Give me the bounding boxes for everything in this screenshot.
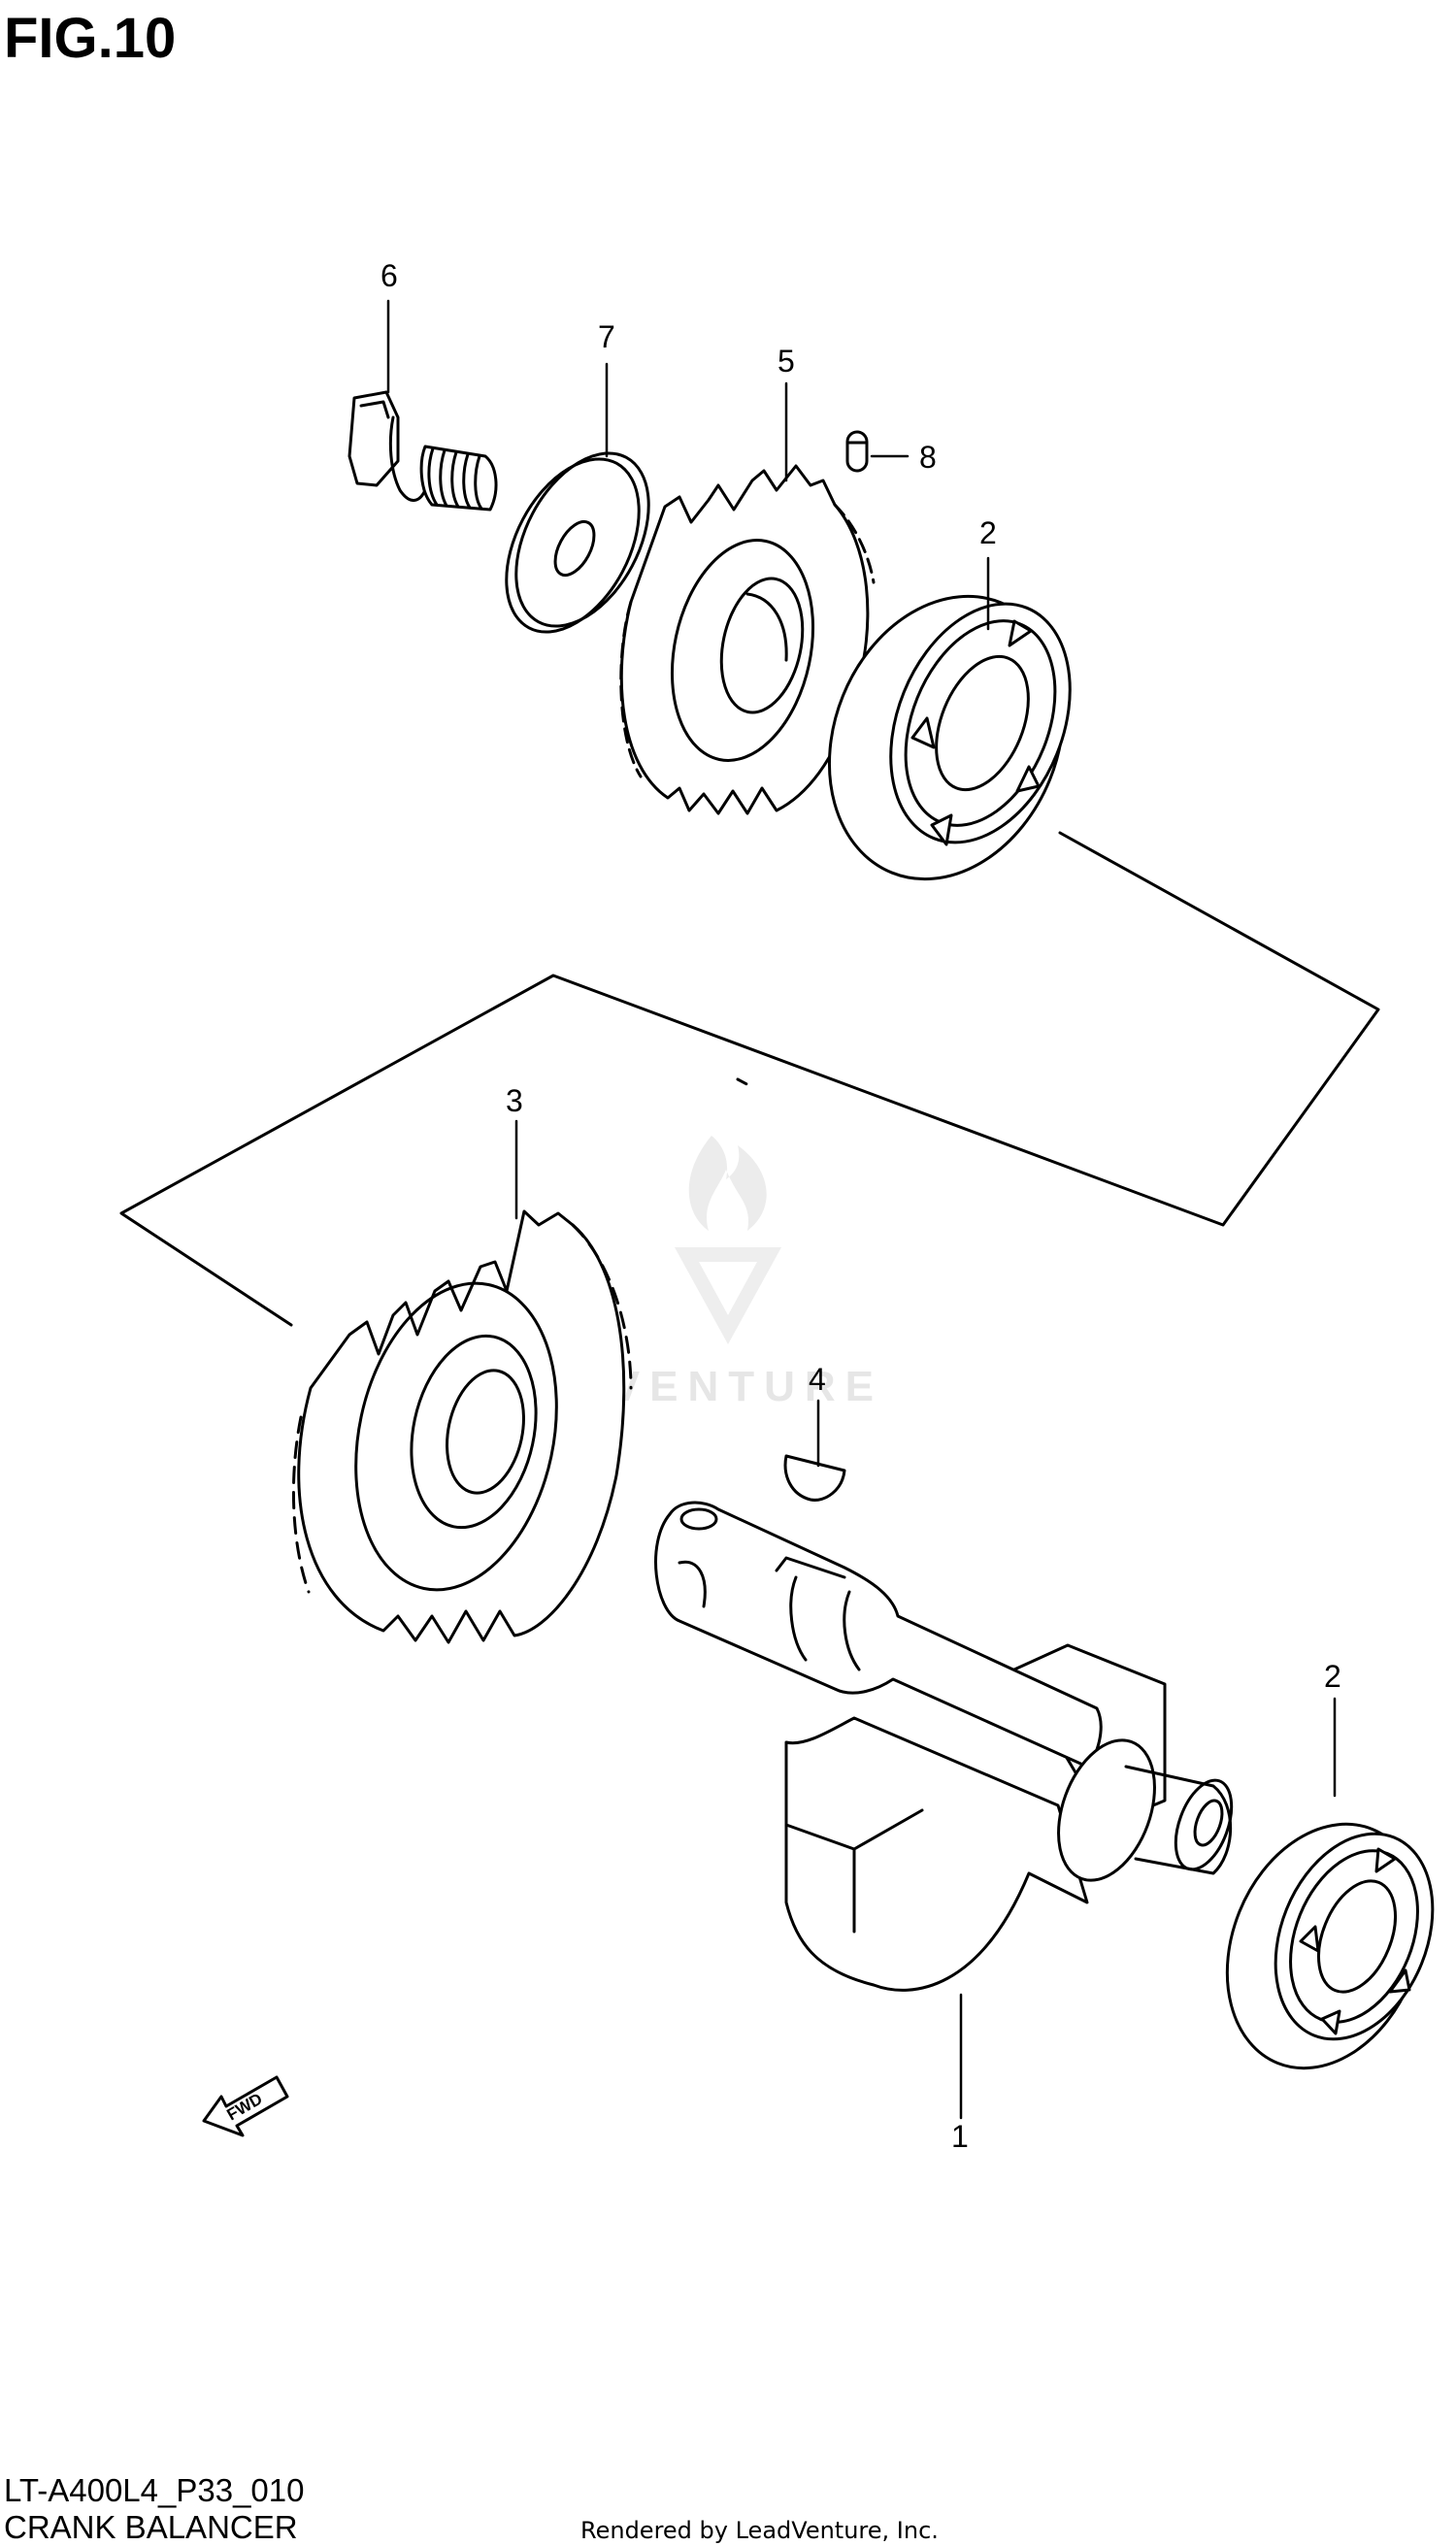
- callout-3: 3: [506, 1083, 523, 1118]
- v-logo-icon: [675, 1247, 781, 1344]
- assembly-outline: [119, 831, 1380, 1327]
- callout-6: 6: [381, 258, 398, 293]
- callout-5: 5: [778, 344, 795, 379]
- callout-8: 8: [919, 440, 937, 475]
- model-code: LT-A400L4_P33_010: [4, 2472, 305, 2508]
- dowel-pin: [845, 430, 869, 473]
- callout-7: 7: [598, 319, 615, 354]
- figure-name: CRANK BALANCER: [4, 2509, 298, 2545]
- balancer-drive-gear: [619, 464, 876, 815]
- bearing-upper: [827, 594, 1072, 881]
- woodruff-key: [783, 1454, 846, 1502]
- callout-4: 4: [809, 1362, 826, 1397]
- crank-balancer-shaft: [654, 1501, 1234, 1992]
- callout-leaders: [386, 299, 1337, 2120]
- rendered-by-credit: Rendered by LeadVenture, Inc.: [580, 2517, 939, 2544]
- washer: [505, 451, 650, 634]
- flame-icon: [688, 1136, 767, 1231]
- callout-2-upper: 2: [979, 515, 997, 550]
- bearing-lower: [1225, 1822, 1435, 2070]
- balancer-driven-gear: [291, 1209, 633, 1644]
- flange-bolt: [347, 390, 498, 512]
- fwd-arrow-icon: [202, 2075, 289, 2137]
- callout-2-lower: 2: [1324, 1659, 1341, 1694]
- figure-title: FIG.10: [4, 7, 177, 70]
- callout-1: 1: [951, 2119, 969, 2154]
